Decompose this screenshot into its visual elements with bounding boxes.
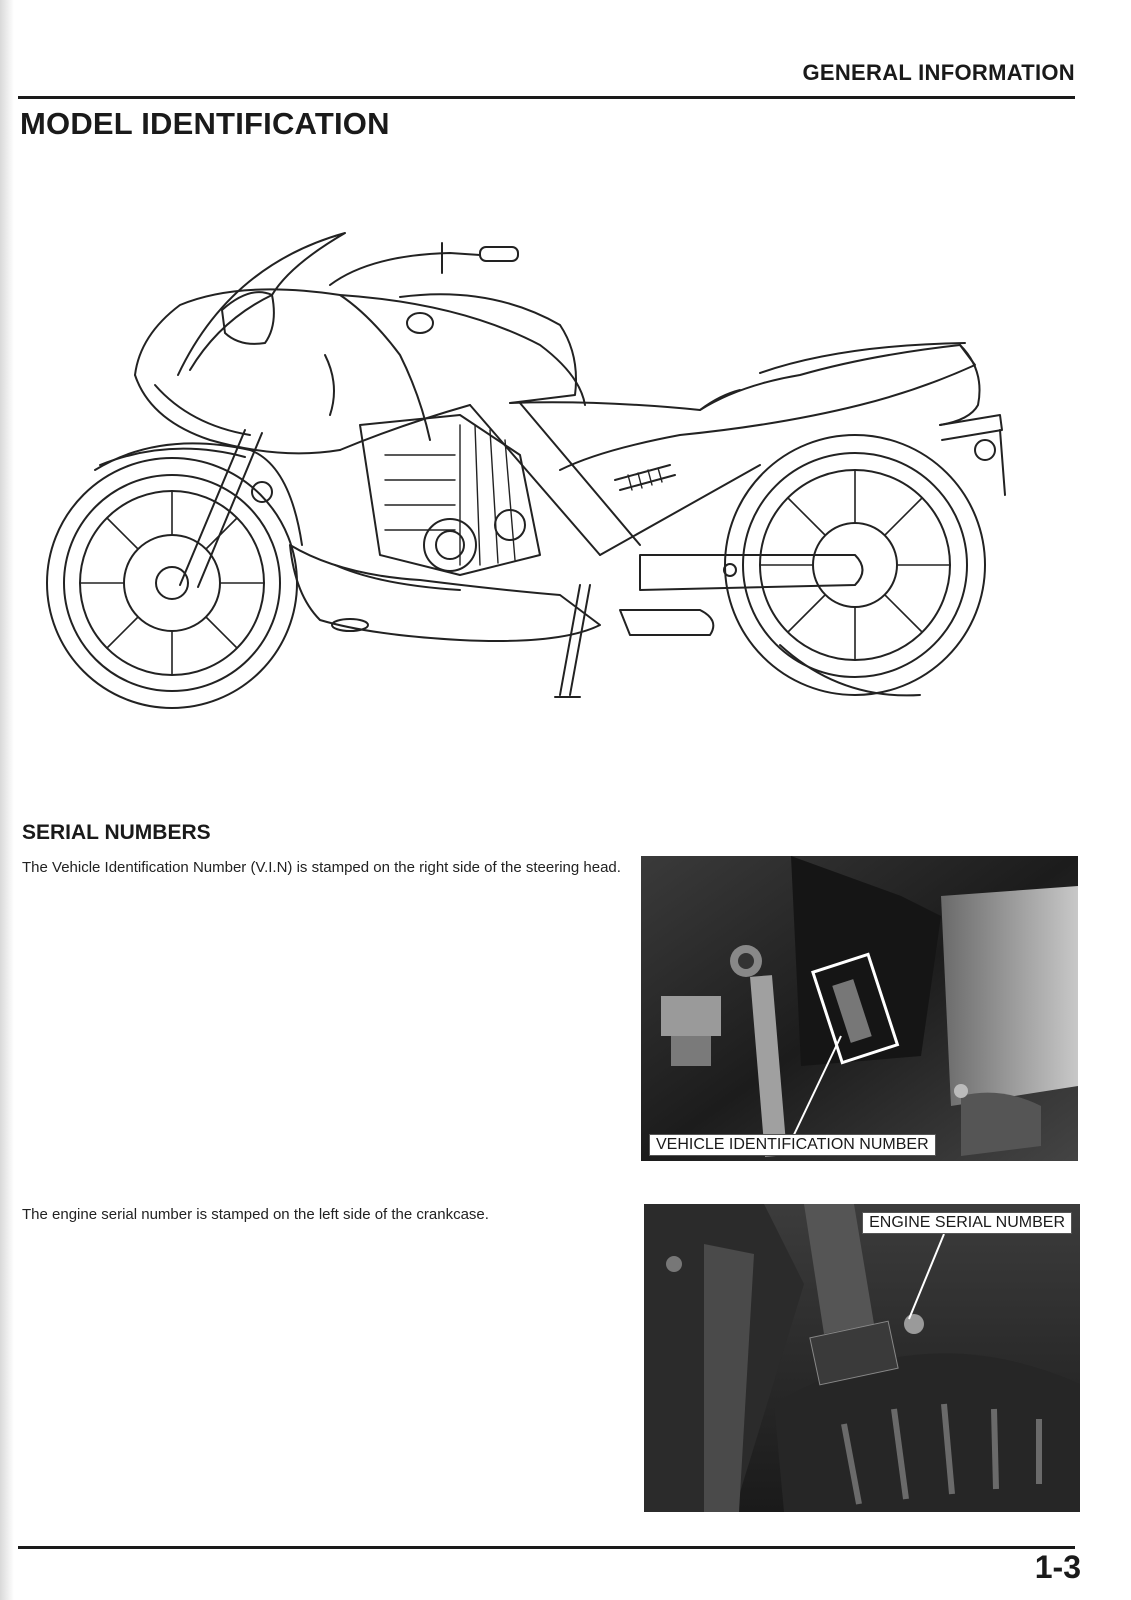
section-header: GENERAL INFORMATION	[802, 60, 1075, 85]
page-number: 1-3	[1034, 1549, 1081, 1585]
motorcycle-illustration	[46, 232, 1006, 709]
vin-callout-label: VEHICLE IDENTIFICATION NUMBER	[649, 1134, 936, 1156]
engine-serial-location-photo: ENGINE SERIAL NUMBER	[644, 1204, 1080, 1512]
footer-rule	[18, 1546, 1075, 1549]
page-title: MODEL IDENTIFICATION	[20, 106, 390, 141]
serial-numbers-heading: SERIAL NUMBERS	[22, 821, 211, 844]
rear-wheel	[724, 434, 986, 696]
vin-location-photo: VEHICLE IDENTIFICATION NUMBER	[641, 856, 1078, 1161]
page-edge-shadow	[0, 0, 14, 1600]
header-rule	[18, 96, 1075, 99]
vin-description: The Vehicle Identification Number (V.I.N…	[22, 859, 621, 876]
engine-callout-label: ENGINE SERIAL NUMBER	[862, 1212, 1072, 1234]
engine-serial-description: The engine serial number is stamped on t…	[22, 1206, 489, 1223]
